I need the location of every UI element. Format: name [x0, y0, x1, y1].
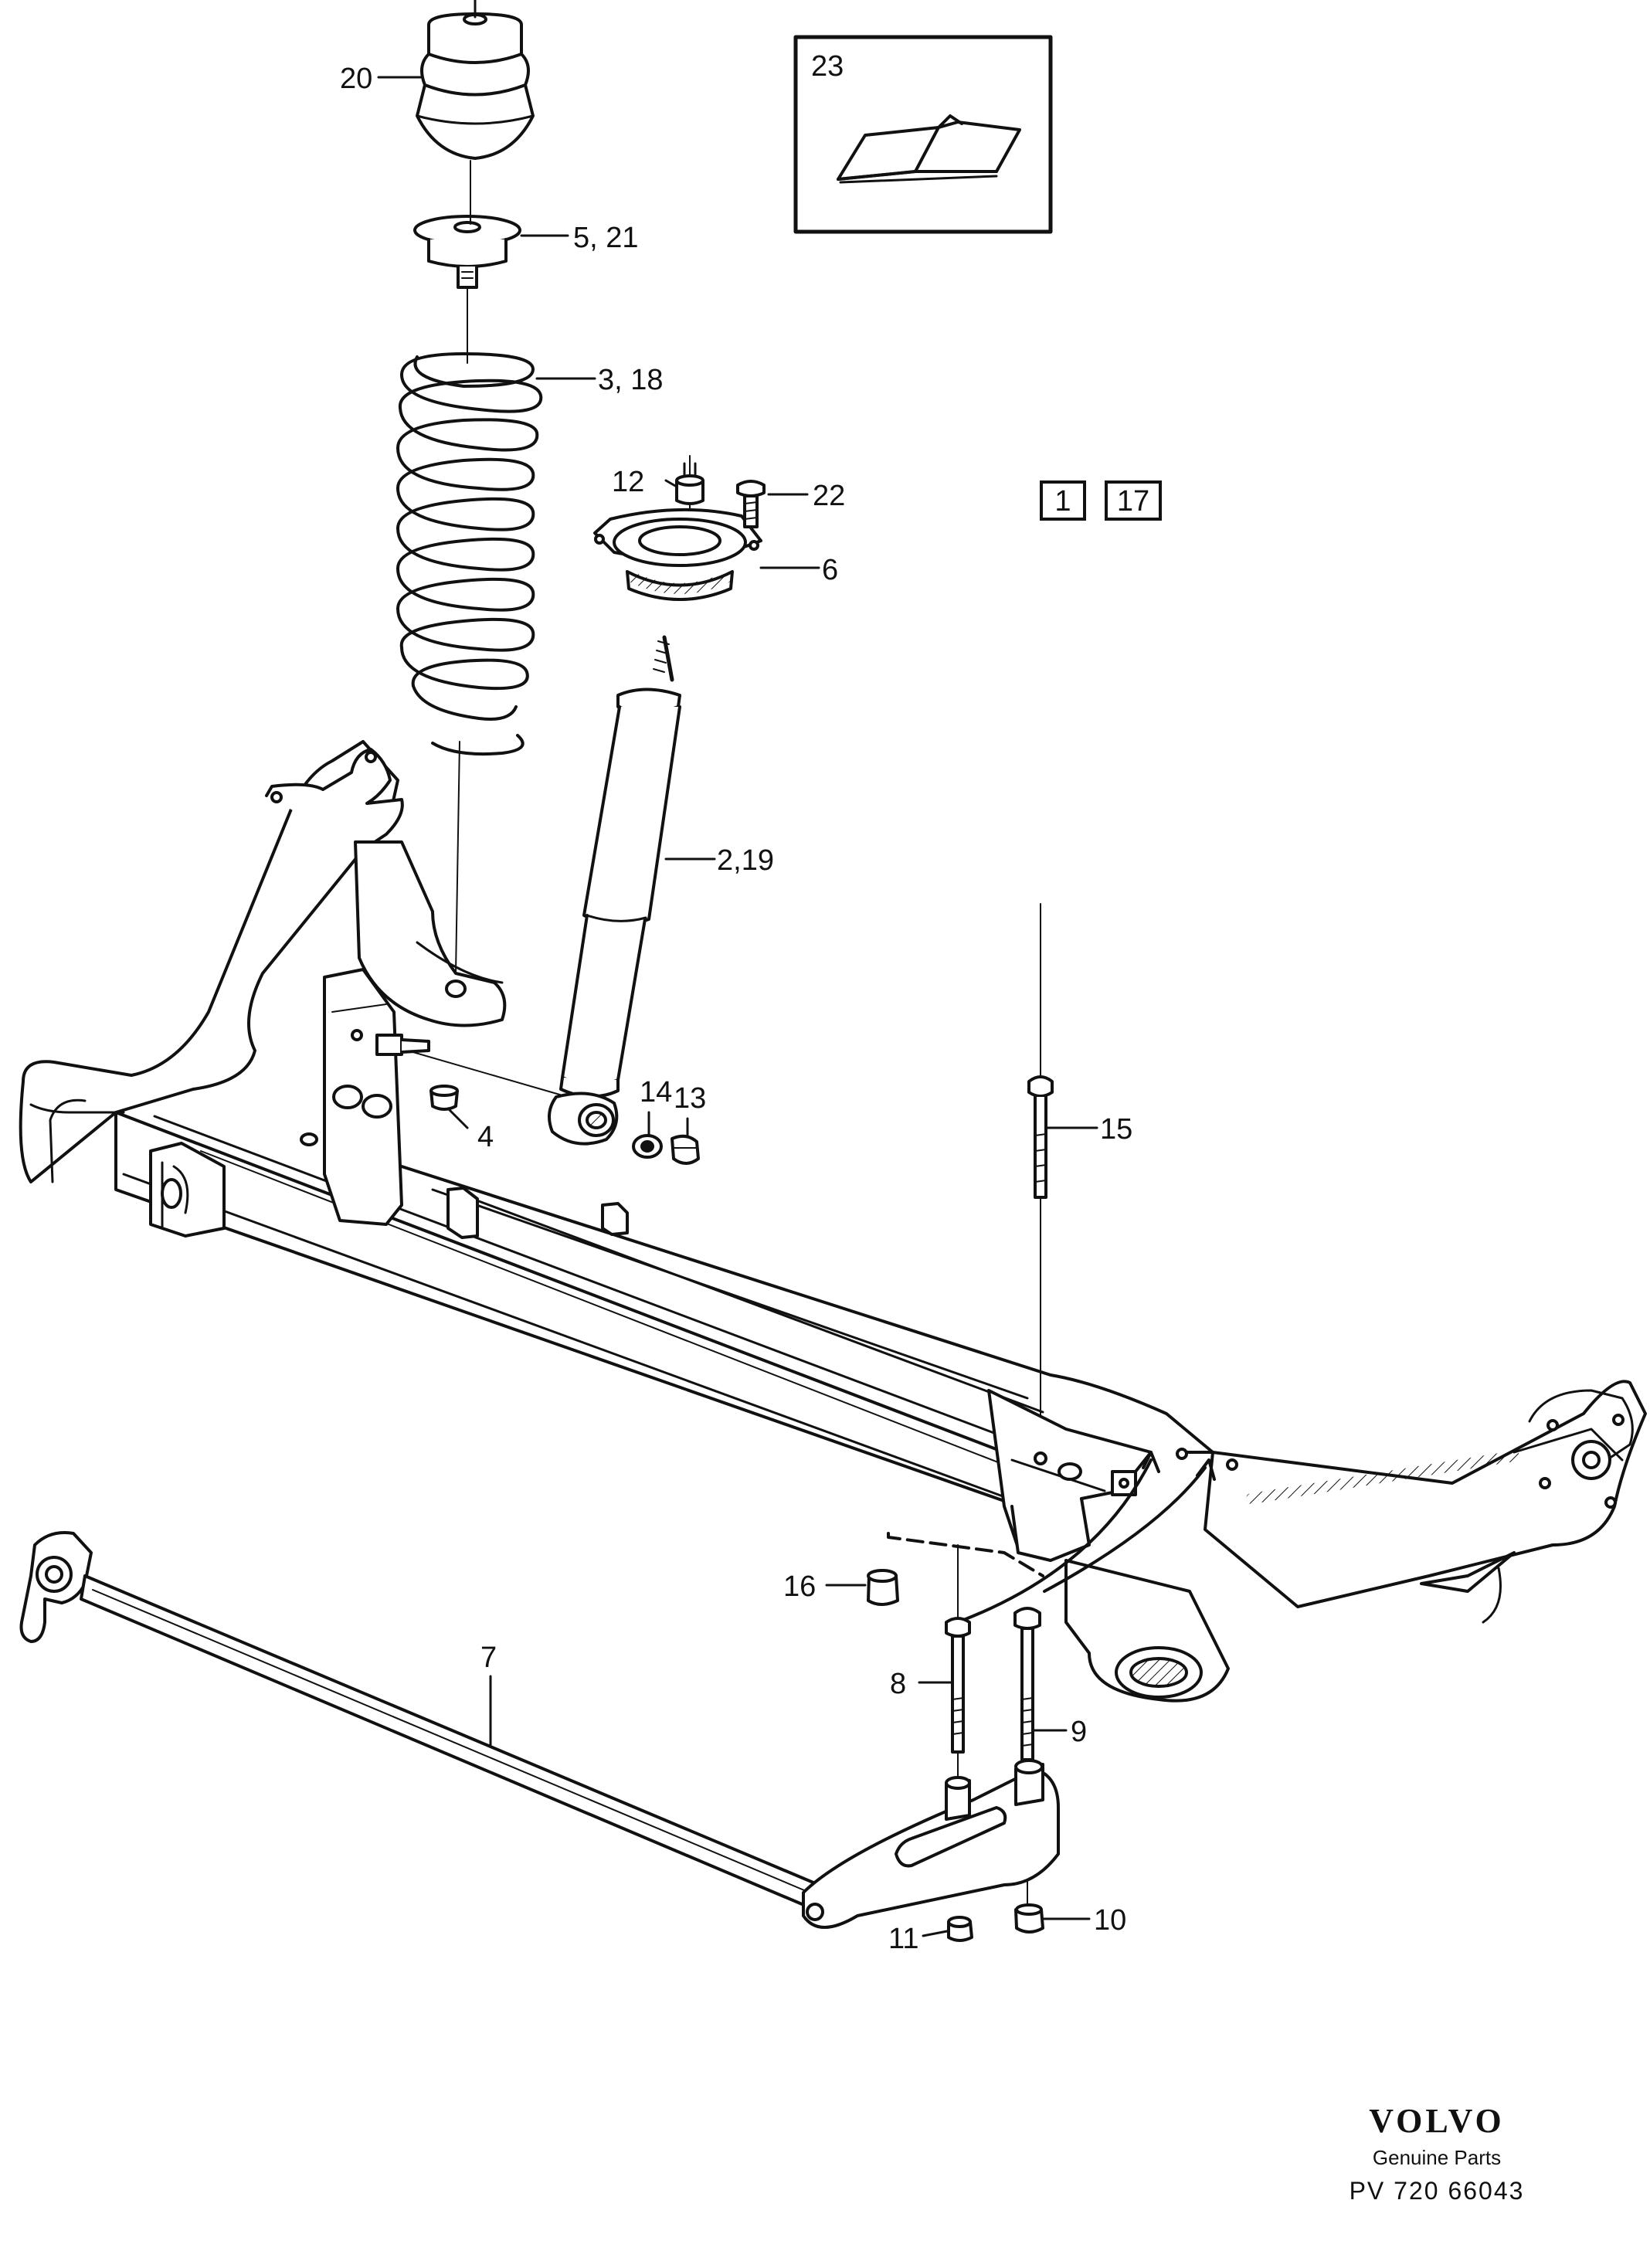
bolt-15 — [1027, 1075, 1054, 1199]
inset-box-23 — [793, 35, 1053, 234]
callout-23: 23 — [811, 50, 844, 83]
callout-10: 10 — [1094, 1904, 1126, 1937]
part-code: PV 720 66043 — [1349, 2177, 1525, 2205]
shock-absorber-2-19 — [548, 635, 681, 1146]
bump-stop-20 — [416, 0, 535, 160]
brand-subtitle: Genuine Parts — [1372, 2146, 1502, 2169]
callout-11: 11 — [888, 1923, 918, 1955]
callout-4: 4 — [477, 1121, 494, 1153]
nut-13 — [671, 1134, 700, 1165]
nut-10 — [1014, 1903, 1044, 1934]
bolt-8 — [945, 1617, 971, 1754]
callout-2-19: 2,19 — [717, 844, 774, 877]
callout-5-21: 5, 21 — [573, 222, 639, 254]
callout-8: 8 — [890, 1668, 906, 1700]
volvo-logo: VOLVO — [1369, 2102, 1505, 2140]
callout-leaders — [377, 76, 1098, 1937]
reference-box-17: 17 — [1105, 480, 1162, 521]
callout-labels: 20 5, 21 3, 18 12 22 6 2,19 14 13 4 15 1… — [340, 50, 1132, 1955]
callout-16: 16 — [783, 1570, 816, 1603]
bolt-9 — [1013, 1607, 1041, 1761]
nut-11 — [947, 1916, 973, 1942]
rear-axle-beam — [19, 740, 1647, 1703]
reference-box-1: 1 — [1040, 480, 1086, 521]
nut-12 — [675, 462, 704, 505]
stabilizer-rod-7 — [19, 1531, 1060, 1929]
callout-15: 15 — [1100, 1113, 1132, 1146]
callout-20: 20 — [340, 63, 372, 95]
washer-14 — [632, 1134, 663, 1159]
callout-7: 7 — [480, 1642, 497, 1674]
assembly-arrows — [887, 1451, 1216, 1622]
bolt-22 — [736, 480, 766, 528]
callout-9: 9 — [1071, 1716, 1087, 1748]
callout-22: 22 — [813, 480, 845, 512]
brand-block: VOLVO Genuine Parts PV 720 66043 — [1329, 2102, 1545, 2205]
callout-13: 13 — [674, 1082, 706, 1115]
strut-mount-6 — [593, 508, 762, 601]
callout-6: 6 — [822, 554, 838, 586]
callout-3-18: 3, 18 — [598, 364, 664, 396]
callout-14: 14 — [640, 1076, 672, 1109]
coil-spring-3-18 — [396, 352, 543, 756]
callout-12: 12 — [612, 466, 644, 498]
reference-box-17-label: 17 — [1117, 485, 1149, 518]
spring-seat-5-21 — [413, 215, 521, 289]
nut-16 — [867, 1569, 899, 1606]
reference-box-1-label: 1 — [1054, 485, 1071, 518]
